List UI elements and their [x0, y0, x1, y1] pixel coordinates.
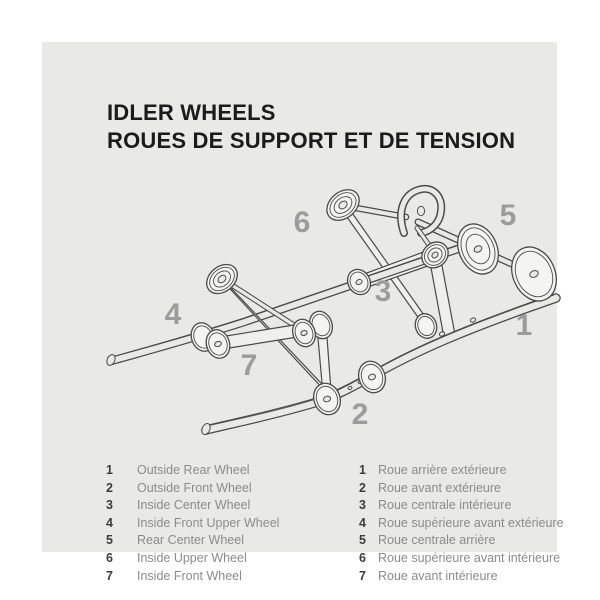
callout-7: 7: [241, 349, 258, 382]
legend-number: 1: [359, 463, 366, 477]
callout-4: 4: [165, 298, 182, 331]
legend-fr-row-6: 6 Roue supérieure avant intérieure: [359, 550, 564, 568]
legend-label: Rear Center Wheel: [137, 533, 244, 548]
legend-en-row-2: 2 Outside Front Wheel: [106, 480, 279, 498]
wheel-7-inside-front: [205, 329, 231, 359]
wheel-6-inside-upper: [326, 189, 360, 221]
legend-english: 1 Outside Rear Wheel 2 Outside Front Wheel…: [106, 462, 279, 585]
page-title-en: IDLER WHEELS: [107, 100, 276, 125]
legend-label: Inside Upper Wheel: [137, 550, 247, 565]
legend-en-row-3: 3 Inside Center Wheel: [106, 497, 279, 515]
wheel-1-outside-rear: [511, 246, 557, 302]
legend-label: Outside Rear Wheel: [137, 463, 250, 477]
legend-fr-row-1: 1 Roue arrière extérieure: [359, 462, 564, 480]
shock-bracket: [397, 184, 446, 255]
legend-number: 3: [106, 498, 113, 513]
legend-fr-row-5: 5 Roue centrale arrière: [359, 532, 564, 550]
legend-number: 4: [359, 515, 366, 530]
legend-en-row-6: 6 Inside Upper Wheel: [106, 550, 279, 568]
callout-1: 1: [516, 309, 533, 342]
page-title: IDLER WHEELS ROUES DE SUPPORT ET DE TENS…: [107, 99, 515, 154]
suspension-diagram: 1 2 3 4 5 6 7: [106, 184, 561, 436]
callout-3: 3: [375, 275, 392, 308]
legend-fr-row-3: 3 Roue centrale intérieure: [359, 497, 564, 515]
legend-label: Inside Front Wheel: [137, 568, 242, 583]
legend-number: 5: [359, 533, 366, 548]
legend-label: Roue supérieure avant intérieure: [378, 550, 561, 565]
front-arm: [213, 276, 337, 400]
wheel-2-partner-disc: [357, 360, 387, 394]
callout-6: 6: [294, 206, 311, 239]
legend-number: 4: [106, 515, 113, 530]
front-arm-wheel-front: [291, 318, 317, 348]
legend-fr-row-2: 2 Roue avant extérieure: [359, 480, 564, 498]
legend-number: 1: [106, 463, 113, 477]
rear-arm-center-wheel: [421, 241, 449, 269]
wheel-3-inside-center: [346, 268, 372, 296]
wheel-4-inside-front-upper: [206, 263, 238, 295]
legend-en-row-4: 4 Inside Front Upper Wheel: [106, 515, 279, 533]
page-title-fr: ROUES DE SUPPORT ET DE TENSION: [107, 127, 516, 153]
legend-number: 5: [106, 533, 113, 548]
wheel-2-outside-front: [312, 382, 342, 416]
legend-fr-row-4: 4 Roue supérieure avant extérieure: [359, 515, 564, 533]
legend-number: 6: [359, 550, 366, 565]
legend-label: Outside Front Wheel: [137, 480, 252, 495]
legend-en-row-7: 7 Inside Front Wheel: [106, 568, 279, 586]
legend-number: 7: [106, 568, 113, 583]
legend-label: Roue avant intérieure: [378, 568, 498, 583]
legend-label: Roue avant extérieure: [378, 480, 501, 495]
legend-fr-row-7: 7 Roue avant intérieure: [359, 568, 564, 586]
callout-numbers: 1 2 3 4 5 6 7: [165, 199, 533, 431]
wheel-5-rear-center: [457, 223, 499, 275]
legend-label: Roue centrale arrière: [378, 533, 496, 548]
legend-en-row-1: 1 Outside Rear Wheel: [106, 462, 279, 480]
legend-label: Roue centrale intérieure: [378, 498, 512, 513]
legend-number: 7: [359, 568, 366, 583]
legend-en-row-5: 5 Rear Center Wheel: [106, 532, 279, 550]
rail-shaft-wheel: [414, 313, 438, 339]
diagram-card: IDLER WHEELS ROUES DE SUPPORT ET DE TENS…: [42, 42, 564, 583]
legend-label: Roue arrière extérieure: [378, 463, 507, 477]
legend-number: 2: [106, 480, 113, 495]
legend-label: Roue supérieure avant extérieure: [378, 515, 564, 530]
legend-label: Inside Center Wheel: [137, 498, 251, 513]
legend-number: 3: [359, 498, 366, 513]
callout-5: 5: [500, 199, 517, 232]
legend-label: Inside Front Upper Wheel: [137, 515, 280, 530]
legend-french: 1 Roue arrière extérieure 2 Roue avant ext…: [359, 462, 564, 585]
legend-number: 6: [106, 550, 113, 565]
outer-rail: [201, 293, 561, 436]
callout-2: 2: [352, 398, 369, 431]
legend-number: 2: [359, 480, 366, 495]
